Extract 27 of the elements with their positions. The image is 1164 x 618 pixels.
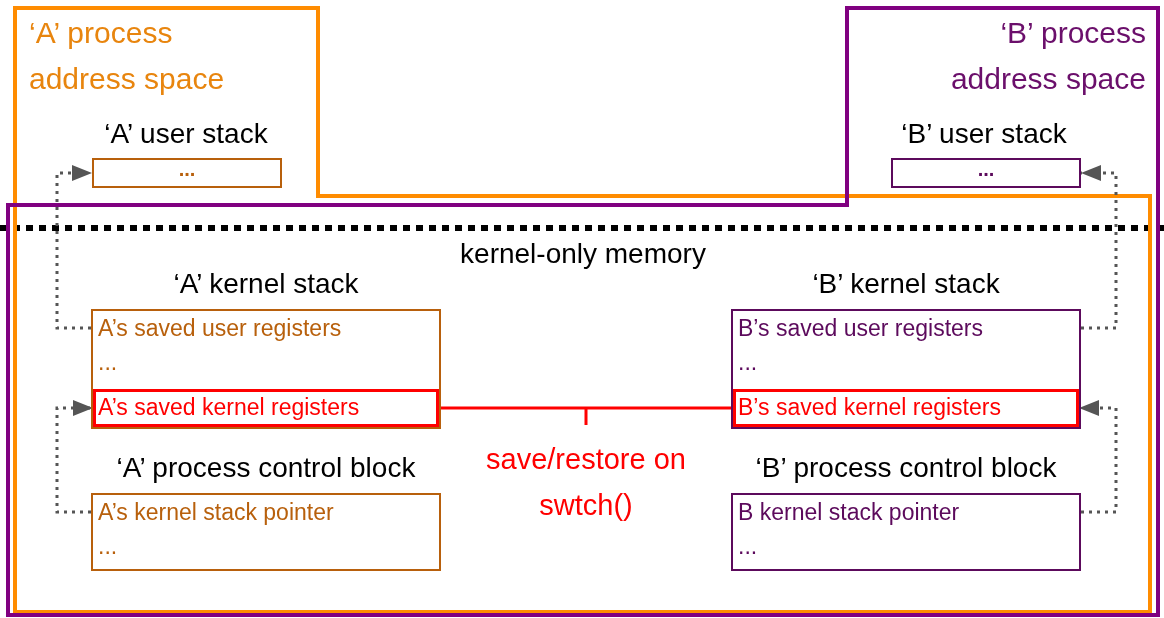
stack-heading: ‘A’ kernel stack bbox=[172, 267, 360, 301]
stack-entry: B kernel stack pointer bbox=[737, 498, 961, 527]
stack-entry: ... bbox=[97, 532, 119, 561]
stack-entry: A’s kernel stack pointer bbox=[97, 498, 335, 527]
stack-entry: A’s saved user registers bbox=[97, 314, 343, 343]
saved-registers-box: A’s saved kernel registers bbox=[93, 389, 439, 427]
stack-entry: ... bbox=[737, 348, 759, 377]
stack-entry: ... bbox=[737, 532, 759, 561]
user-stack-box: ... bbox=[891, 158, 1081, 188]
address-space-tab bbox=[13, 6, 320, 198]
pcb-heading: ‘B’ process control block bbox=[754, 451, 1058, 485]
pointer-arrow bbox=[1081, 165, 1118, 330]
saved-registers-box: B’s saved kernel registers bbox=[733, 389, 1079, 427]
address-space-heading: ‘A’ process address space bbox=[29, 15, 226, 97]
user-stack-box: ... bbox=[92, 158, 282, 188]
stack-heading: ‘B’ kernel stack bbox=[811, 267, 1001, 301]
address-space-tab bbox=[845, 6, 1160, 207]
pointer-arrow bbox=[55, 165, 92, 330]
stack-entry: ... bbox=[97, 348, 119, 377]
stack-heading: ‘A’ user stack bbox=[103, 117, 269, 151]
pointer-arrow bbox=[1079, 400, 1118, 514]
region-label: kernel-only memory bbox=[459, 237, 707, 271]
stack-entry: B’s saved user registers bbox=[737, 314, 984, 343]
pcb-heading: ‘A’ process control block bbox=[115, 451, 417, 485]
address-space-heading: ‘B’ process address space bbox=[949, 15, 1146, 97]
pointer-arrow bbox=[55, 400, 93, 514]
stack-heading: ‘B’ user stack bbox=[900, 117, 1068, 151]
